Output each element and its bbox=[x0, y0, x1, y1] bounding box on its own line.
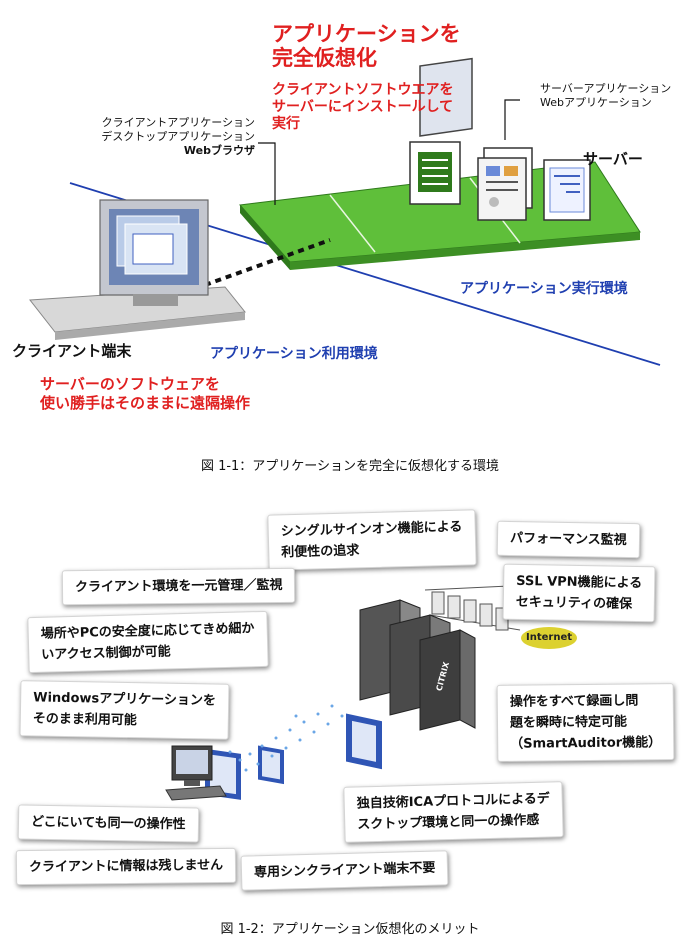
server-install-line: 実行 bbox=[272, 116, 300, 132]
use-env-label: アプリケーション利用環境 bbox=[210, 346, 378, 362]
note-line: クライアント環境を一元管理／監視 bbox=[74, 577, 283, 596]
client-terminal-illustration bbox=[29, 199, 246, 340]
client-apps-label: クライアントアプリケーション デスクトップアプリケーション Webブラウザ bbox=[80, 116, 255, 158]
note-line: 操作をすべて録画し問 bbox=[509, 693, 639, 710]
note-line: 専用シンクライアント端末不要 bbox=[253, 860, 436, 881]
note-ssl-vpn: SSL VPN機能による セキュリティの確保 bbox=[502, 563, 656, 623]
note-line: セキュリティの確保 bbox=[515, 594, 633, 612]
note-no-data-left: クライアントに情報は残しません bbox=[15, 847, 237, 886]
figure1-title-line1: アプリケーションを bbox=[272, 22, 461, 46]
server-install-note: クライアントソフトウエアを サーバーにインストールして 実行 bbox=[272, 82, 453, 133]
note-single-sign-on: シングルサインオン機能による 利便性の追求 bbox=[267, 509, 477, 571]
server-label: サーバー bbox=[583, 150, 643, 168]
server-platform bbox=[238, 161, 641, 270]
server-install-line: サーバーにインストールして bbox=[272, 99, 454, 115]
figure1-caption: 図 1-1：アプリケーションを完全に仮想化する環境 bbox=[200, 459, 500, 474]
client-label: クライアント端末 bbox=[12, 342, 132, 360]
note-performance-monitoring: パフォーマンス監視 bbox=[496, 520, 641, 559]
server-apps-line: Webアプリケーション bbox=[540, 96, 652, 109]
exec-env-label: アプリケーション実行環境 bbox=[460, 281, 628, 297]
remote-line: サーバーのソフトウェアを bbox=[40, 375, 220, 393]
server-apps-line: サーバーアプリケーション bbox=[540, 82, 672, 95]
note-line: （SmartAuditor機能） bbox=[510, 735, 662, 752]
server-apps-bracket bbox=[504, 99, 520, 140]
server-apps-label: サーバーアプリケーション Webアプリケーション bbox=[540, 82, 671, 110]
note-ica-protocol: 独自技術ICAプロトコルによるデ スクトップ環境と同一の操作感 bbox=[343, 781, 564, 843]
figure1-graphics bbox=[29, 57, 661, 366]
internet-cloud: Internet bbox=[521, 627, 577, 649]
note-line: SSL VPN機能による bbox=[516, 573, 643, 592]
note-anywhere: どこにいても同一の操作性 bbox=[17, 804, 199, 843]
data-stream bbox=[228, 704, 344, 772]
note-line: どこにいても同一の操作性 bbox=[30, 814, 186, 833]
note-line: 題を瞬時に特定可能 bbox=[509, 714, 628, 731]
note-line: いアクセス制御が可能 bbox=[41, 644, 171, 663]
remote-operation-note: サーバーのソフトウェアを 使い勝手はそのままに遠隔操作 bbox=[40, 375, 250, 413]
note-line: パフォーマンス監視 bbox=[509, 530, 627, 549]
note-line: そのまま利用可能 bbox=[32, 711, 137, 729]
client-apps-line: クライアントアプリケーション bbox=[101, 116, 255, 129]
note-access-control: 場所やPCの安全度に応じてきめ細か いアクセス制御が可能 bbox=[27, 610, 269, 674]
note-line: スクトップ環境と同一の操作感 bbox=[357, 812, 540, 833]
connection-dotted-line bbox=[204, 238, 331, 287]
client-apps-line: デスクトップアプリケーション bbox=[101, 130, 255, 143]
figure1-title-line2: 完全仮想化 bbox=[272, 46, 377, 70]
note-client-management: クライアント環境を一元管理／監視 bbox=[61, 567, 296, 606]
note-recording: 操作をすべて録画し問 題を瞬時に特定可能 （SmartAuditor機能） bbox=[496, 683, 675, 762]
remote-line: 使い勝手はそのままに遠隔操作 bbox=[40, 394, 251, 412]
note-line: クライアントに情報は残しません bbox=[28, 857, 224, 876]
server-install-line: クライアントソフトウエアを bbox=[272, 82, 454, 98]
server-app-windows bbox=[409, 57, 591, 221]
client-pc bbox=[165, 745, 227, 801]
note-line: 利便性の追求 bbox=[281, 543, 360, 561]
note-no-dedicated-terminal: 専用シンクライアント端末不要 bbox=[240, 850, 449, 891]
server-towers bbox=[359, 599, 476, 731]
figure1-title: アプリケーションを 完全仮想化 bbox=[272, 22, 461, 70]
client-apps-bracket bbox=[258, 142, 276, 205]
note-windows-apps: Windowsアプリケーションを そのまま利用可能 bbox=[19, 680, 230, 740]
client-apps-line: Webブラウザ bbox=[183, 144, 255, 157]
figure2-caption: 図 1-2：アプリケーション仮想化のメリット bbox=[220, 922, 480, 937]
